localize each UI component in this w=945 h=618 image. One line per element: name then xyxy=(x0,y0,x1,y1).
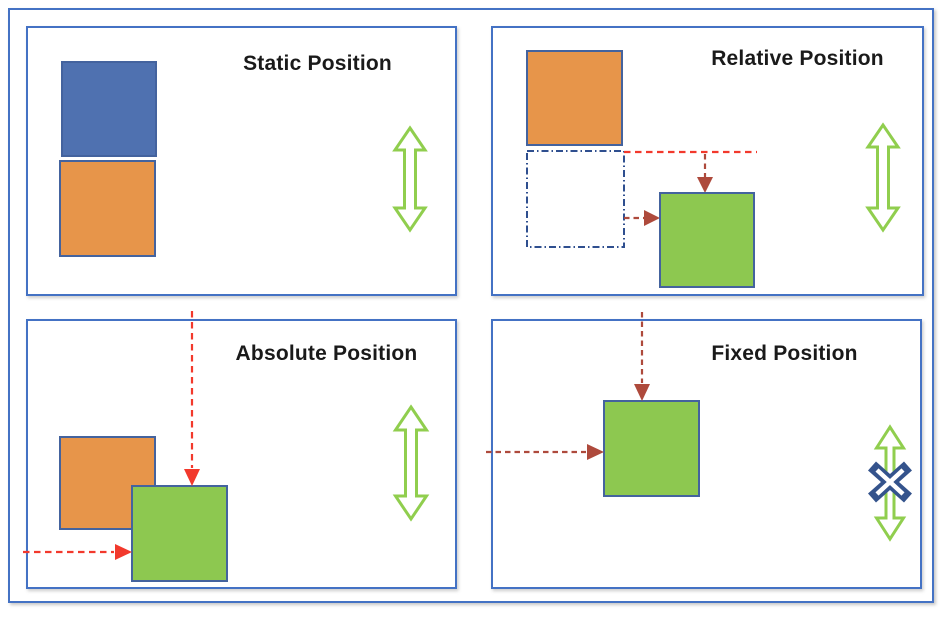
panel-fixed-position: Fixed Position xyxy=(486,312,922,589)
absolute-panel-canvas xyxy=(23,311,430,582)
orange-box xyxy=(59,160,156,257)
green-box xyxy=(659,192,755,288)
static-panel-canvas xyxy=(59,61,428,257)
green-box xyxy=(603,400,700,497)
relative-panel-canvas xyxy=(526,50,901,288)
orange-box xyxy=(526,50,623,146)
panel-relative-position: Relative Position xyxy=(491,26,924,296)
blue-box xyxy=(61,61,157,157)
scroll-arrow-icon xyxy=(392,404,430,522)
no-scroll-x-icon xyxy=(868,461,912,503)
x-inner-stroke xyxy=(875,468,905,496)
offset-arrow-right-head xyxy=(644,210,660,226)
ghost-original-position-box xyxy=(526,150,625,248)
offset-arrow-down-head xyxy=(184,469,200,486)
panel-title: Fixed Position xyxy=(711,342,858,365)
fixed-panel-canvas xyxy=(486,312,912,542)
offset-arrow-right-head xyxy=(115,544,132,560)
scroll-arrow-icon xyxy=(865,122,901,233)
green-box xyxy=(131,485,228,582)
panel-absolute-position: Absolute Position xyxy=(23,311,457,589)
offset-arrow-down-head xyxy=(697,177,713,193)
panel-title: Absolute Position xyxy=(235,342,418,365)
panel-static-position: Static Position xyxy=(26,26,457,296)
offset-arrow-down-head xyxy=(634,384,650,401)
scroll-arrow-icon xyxy=(392,125,428,233)
offset-arrow-right-head xyxy=(587,444,604,460)
panel-title: Relative Position xyxy=(711,47,884,70)
panel-title: Static Position xyxy=(243,52,392,75)
